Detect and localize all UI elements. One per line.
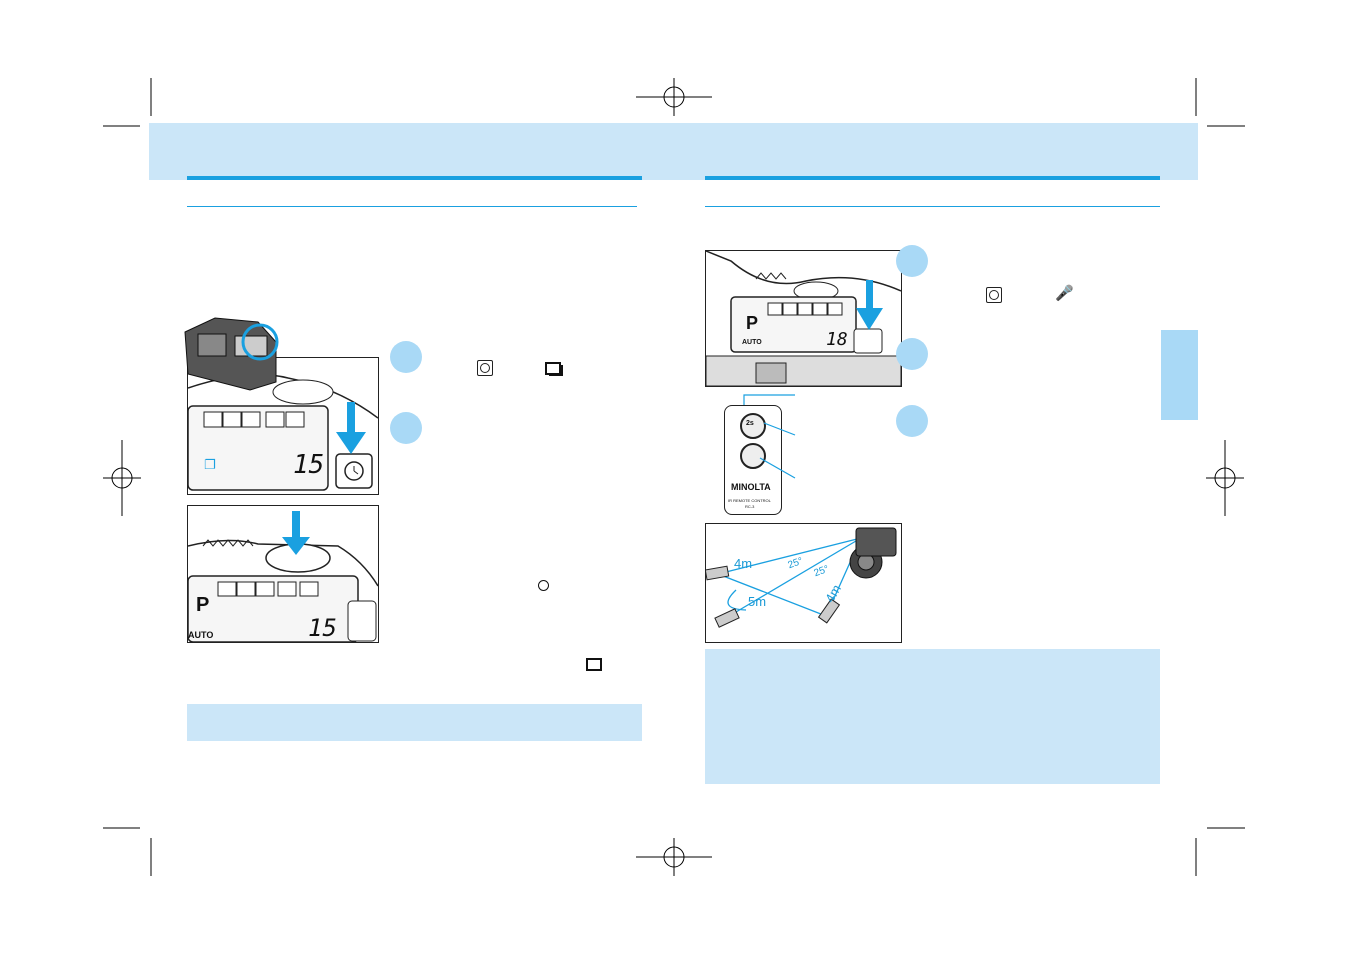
press-arrow-2 bbox=[282, 511, 310, 555]
self-timer-icon bbox=[477, 360, 493, 376]
remote-label-2: RC-3 bbox=[745, 504, 755, 509]
step-1-marker bbox=[390, 341, 422, 373]
lcd-illustration-2: P AUTO 15 bbox=[187, 505, 379, 643]
remote-signal-icon bbox=[538, 580, 549, 591]
single-frame-icon bbox=[586, 658, 602, 671]
remote-button-release bbox=[740, 443, 766, 469]
lcd2-frame-count: 15 bbox=[308, 614, 337, 642]
shutter-release-illustration bbox=[188, 539, 378, 642]
continuous-drive-icon bbox=[545, 362, 563, 376]
remote-control-illustration: 2s MINOLTA IR REMOTE CONTROL RC-3 bbox=[724, 405, 782, 515]
remote-brand: MINOLTA bbox=[731, 482, 771, 492]
lcd-illustration-3: P AUTO 18 bbox=[705, 250, 902, 387]
step-r3-marker bbox=[896, 405, 928, 437]
camera-top-illustration bbox=[188, 373, 378, 491]
camera-top-right-illustration bbox=[706, 251, 901, 386]
header-band bbox=[149, 123, 1198, 180]
camera-body-illustration bbox=[184, 317, 279, 391]
step-r1-marker bbox=[896, 245, 928, 277]
lcd3-auto: AUTO bbox=[742, 339, 762, 346]
remote-control-icon: 🎤 bbox=[1055, 284, 1074, 302]
remote-button-2s: 2s bbox=[740, 413, 766, 439]
left-section-rule bbox=[187, 176, 642, 180]
range-diagram-lines bbox=[706, 527, 897, 628]
range-center-distance: 5m bbox=[748, 594, 767, 609]
lcd3-frame-count: 18 bbox=[826, 329, 848, 350]
scene-icons bbox=[203, 411, 305, 428]
side-tab bbox=[1161, 330, 1198, 420]
press-arrow-3 bbox=[856, 280, 883, 330]
remote-button-2s-label: 2s bbox=[746, 420, 754, 427]
right-note-band bbox=[705, 649, 1160, 784]
right-section-rule bbox=[705, 176, 1160, 180]
left-note-band bbox=[187, 704, 642, 741]
remote-callout-lines bbox=[743, 394, 796, 479]
step-2-marker bbox=[390, 412, 422, 444]
self-timer-icon-right bbox=[986, 287, 1002, 303]
range-left-distance: 4m bbox=[734, 556, 753, 571]
lcd2-mode: P bbox=[196, 594, 210, 616]
remote-label-1: IR REMOTE CONTROL bbox=[728, 498, 771, 503]
lcd1-continuous-icon: ❐ bbox=[204, 458, 216, 473]
press-arrow-1 bbox=[336, 402, 366, 454]
lcd3-mode: P bbox=[746, 313, 759, 333]
lcd2-auto: AUTO bbox=[188, 630, 214, 640]
left-subsection-rule bbox=[187, 206, 637, 207]
lcd1-frame-count: 15 bbox=[293, 450, 325, 480]
step-r2-marker bbox=[896, 338, 928, 370]
right-subsection-rule bbox=[705, 206, 1160, 207]
range-diagram: 4m 5m 4m 25° 25° bbox=[705, 523, 902, 643]
